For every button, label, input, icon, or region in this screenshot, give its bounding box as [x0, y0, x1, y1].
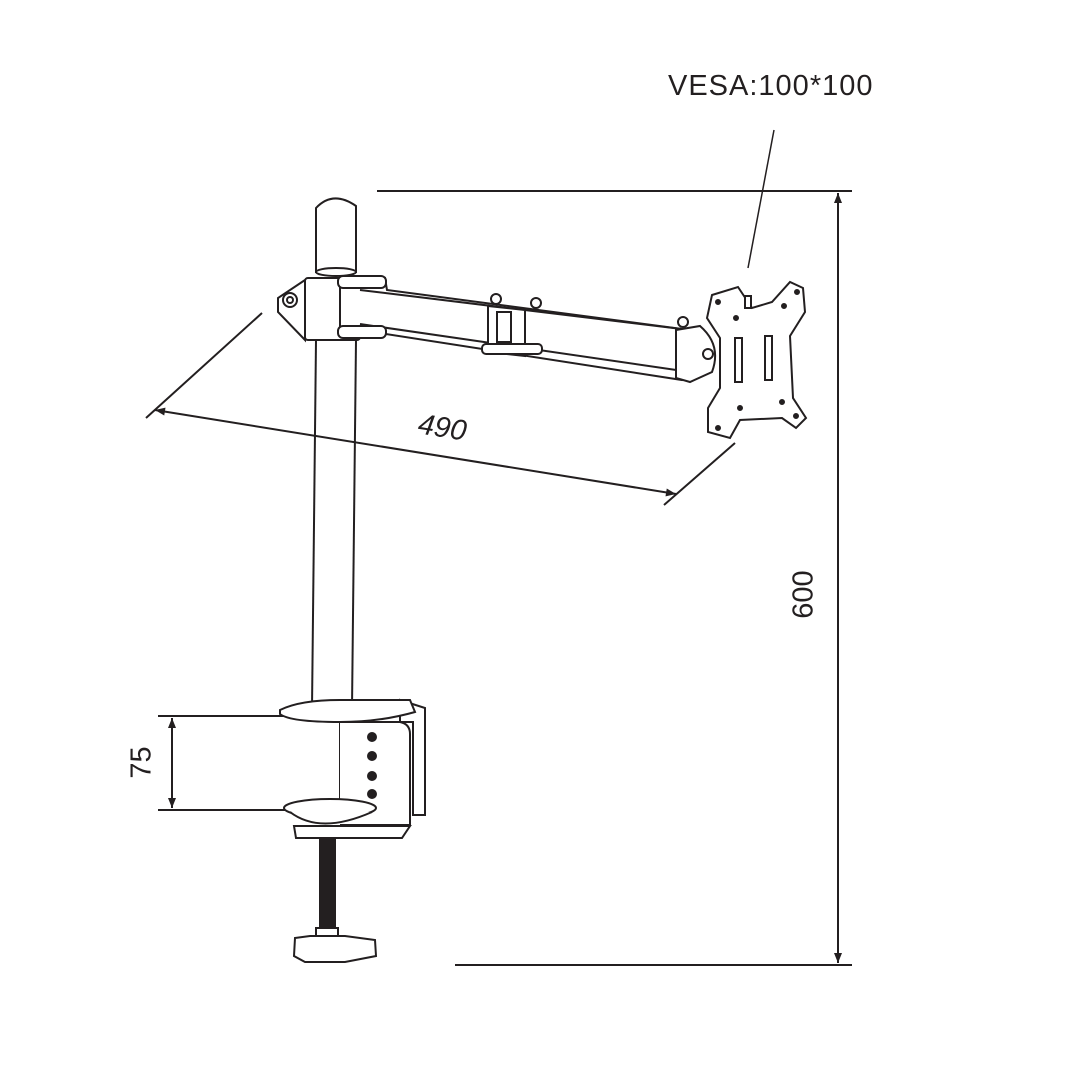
vesa-leader-line [747, 129, 775, 269]
desk-clamp [279, 698, 426, 963]
clamp-range-label: 75 [125, 746, 158, 779]
height-label: 600 [787, 570, 820, 619]
vesa-plate [705, 280, 808, 440]
clamp-dimension [158, 715, 290, 811]
pole [311, 197, 357, 709]
height-dimension [377, 190, 852, 966]
extension-arm [337, 275, 716, 384]
vesa-label: VESA:100*100 [668, 70, 874, 102]
arm-length-dimension [145, 312, 736, 506]
